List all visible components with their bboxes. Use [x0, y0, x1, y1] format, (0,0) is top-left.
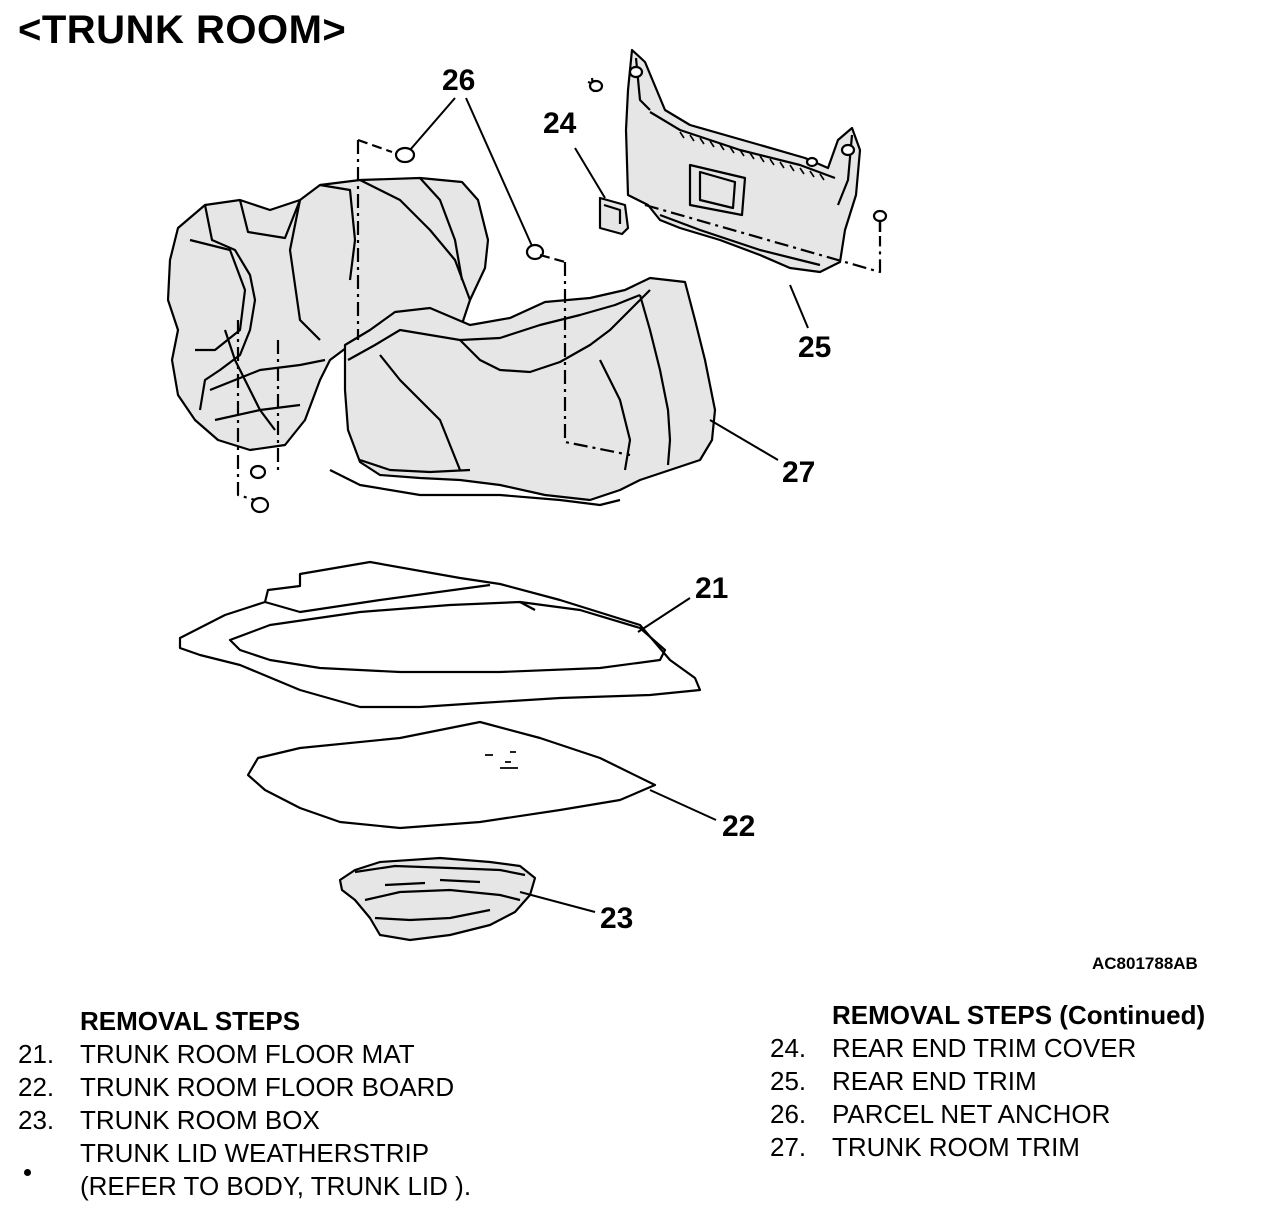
step-number: 22. [18, 1072, 55, 1102]
page-title: <TRUNK ROOM> [18, 8, 347, 52]
rear-end-trim-drawing [587, 48, 888, 274]
callout-23: 23 [600, 902, 633, 935]
callout-labels: 21 22 23 24 25 26 27 [442, 64, 831, 935]
step-text: TRUNK ROOM TRIM [832, 1132, 1080, 1162]
step-number: 27. [770, 1132, 807, 1162]
removal-steps-left: REMOVAL STEPS 21. TRUNK ROOM FLOOR MAT 2… [18, 1005, 578, 1205]
step-text: TRUNK LID WEATHERSTRIP [80, 1138, 430, 1168]
step-number: 24. [770, 1033, 807, 1063]
step-number: 25. [770, 1066, 807, 1096]
step-note: (REFER TO BODY, TRUNK LID ). [80, 1171, 472, 1201]
step-text: PARCEL NET ANCHOR [832, 1099, 1111, 1129]
rear-end-trim-cover-drawing [598, 196, 630, 236]
step-number: 21. [18, 1039, 55, 1069]
removal-steps-right: REMOVAL STEPS (Continued) 24. REAR END T… [770, 999, 1250, 1169]
trunk-room-floor-board-drawing [246, 720, 657, 830]
step-text: TRUNK ROOM BOX [80, 1105, 320, 1135]
figure-code: AC801788AB [1092, 954, 1198, 973]
callout-24: 24 [543, 107, 577, 140]
trunk-room-box-drawing [338, 856, 537, 942]
callout-21: 21 [695, 572, 728, 605]
step-number: 23. [18, 1105, 55, 1135]
step-text: REAR END TRIM COVER [832, 1033, 1137, 1063]
step-number: 26. [770, 1099, 807, 1129]
callout-26: 26 [442, 64, 475, 97]
leader-lines [409, 97, 809, 913]
exploded-parts-diagram: 21 22 23 24 25 26 27 [166, 48, 888, 942]
step-text: TRUNK ROOM FLOOR MAT [80, 1039, 415, 1069]
trunk-room-trim-drawing [166, 138, 717, 514]
step-text: TRUNK ROOM FLOOR BOARD [80, 1072, 455, 1102]
callout-25: 25 [798, 331, 831, 364]
removal-steps-heading: REMOVAL STEPS (Continued) [832, 1000, 1206, 1030]
step-text: REAR END TRIM [832, 1066, 1037, 1096]
callout-22: 22 [722, 810, 755, 843]
trunk-room-floor-mat-drawing [178, 560, 702, 709]
removal-steps-heading: REMOVAL STEPS [80, 1006, 301, 1036]
bullet-icon [24, 1151, 31, 1184]
callout-27: 27 [782, 456, 815, 489]
